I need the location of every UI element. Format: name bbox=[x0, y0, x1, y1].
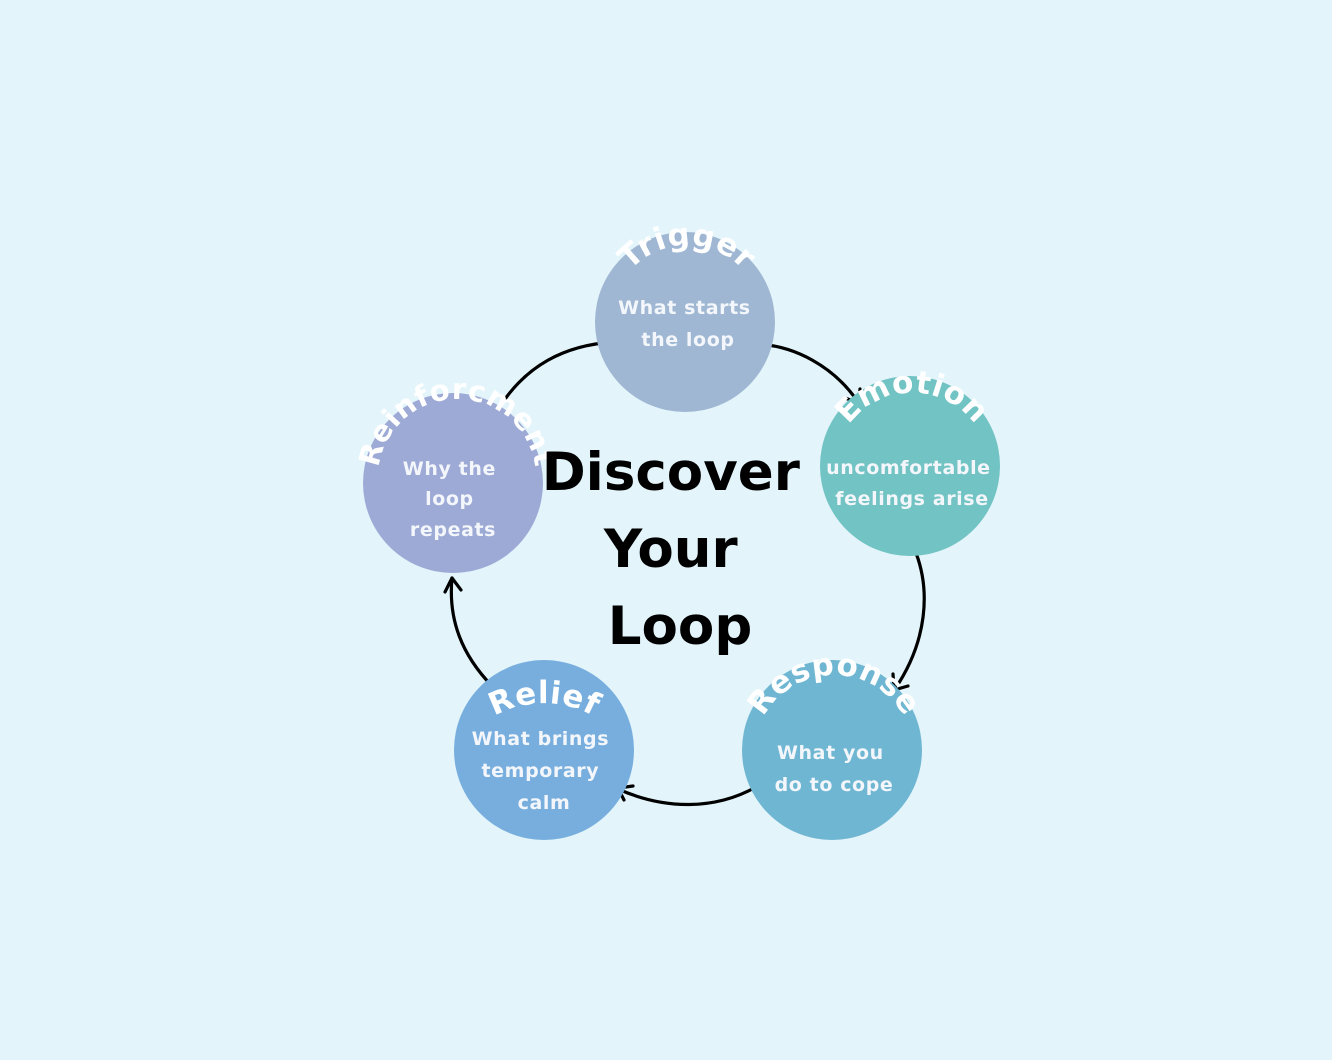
stage-response: Response What you do to cope bbox=[740, 646, 927, 840]
stage-circle bbox=[820, 376, 1000, 556]
center-title-line: Loop bbox=[608, 596, 753, 657]
stage-description: uncomfortable feelings arise bbox=[826, 457, 998, 510]
description-line: repeats bbox=[410, 519, 496, 541]
stage-description: What brings temporary calm bbox=[472, 728, 617, 814]
description-line: loop bbox=[425, 488, 474, 510]
description-line: uncomfortable bbox=[826, 457, 991, 479]
description-line: Why the bbox=[403, 458, 496, 480]
stage-description: What you do to cope bbox=[775, 742, 894, 796]
description-line: the loop bbox=[641, 329, 734, 351]
description-line: What you bbox=[777, 742, 884, 764]
stage-circle bbox=[454, 660, 634, 840]
stage-description: What starts the loop bbox=[618, 297, 758, 351]
description-line: temporary bbox=[482, 760, 600, 782]
center-title-line: Your bbox=[603, 519, 738, 580]
description-line: feelings arise bbox=[835, 488, 988, 510]
center-title-line: Discover bbox=[542, 442, 800, 503]
stage-circle bbox=[742, 660, 922, 840]
description-line: What brings bbox=[472, 728, 610, 750]
description-line: do to cope bbox=[775, 774, 894, 796]
stage-circle bbox=[363, 393, 543, 573]
stage-description: Why the loop repeats bbox=[403, 458, 503, 541]
center-title: Discover Your Loop bbox=[542, 442, 819, 657]
stage-relief: Relief What brings temporary calm bbox=[454, 660, 634, 840]
arrow-relief-to-reinforcement bbox=[443, 576, 494, 688]
description-line: What starts bbox=[618, 297, 751, 319]
stage-circle bbox=[595, 232, 775, 412]
stage-trigger: Trigger What starts the loop bbox=[595, 217, 775, 412]
description-line: calm bbox=[518, 792, 571, 814]
